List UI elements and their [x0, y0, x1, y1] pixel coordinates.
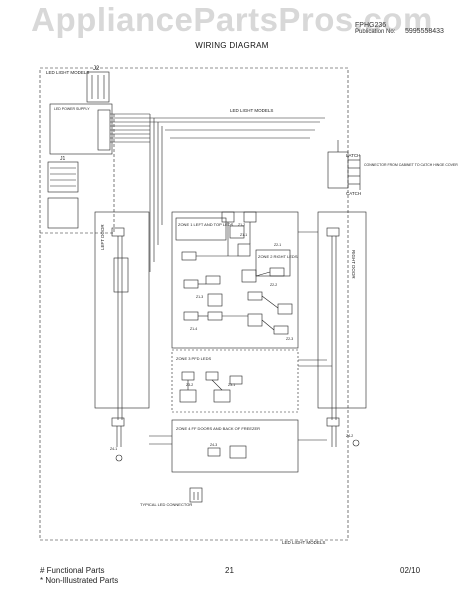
functional-parts-note: # Functional Parts	[40, 566, 105, 575]
catch-label: CATCH	[346, 191, 361, 196]
j1-label: J1	[60, 156, 66, 162]
left-door-label: LEFT DOOR	[100, 224, 105, 250]
zone2-label: ZONE 2 RIGHT LEDS	[258, 254, 298, 259]
z2-3-label: Z2-3	[286, 337, 293, 341]
z1-2-label: Z1-2	[238, 223, 245, 227]
led-models-label-mid: LED LIGHT MODELS	[230, 108, 273, 113]
page-title: WIRING DIAGRAM	[195, 41, 269, 50]
z2-2-label: Z2-2	[270, 283, 277, 287]
led-power-supply	[49, 103, 113, 155]
footer-date: 02/10	[400, 566, 421, 575]
z3-1-label: Z3-1	[228, 383, 235, 387]
led-models-label-top: LED LIGHT MODELS	[46, 70, 89, 75]
right-door-outline	[317, 211, 367, 409]
zone4-box	[171, 419, 299, 473]
z2-1-label: Z2-1	[274, 243, 281, 247]
led-models-label-bottom: LED LIGHT MODELS	[282, 540, 325, 545]
publication-label: Publication No:	[355, 29, 396, 35]
latch-label: LATCH	[346, 153, 360, 158]
typical-led-connector	[189, 487, 203, 503]
page-number: 21	[225, 566, 234, 575]
connector-note: CONNECTOR FROM CABINET TO CATCH HINGE CO…	[364, 163, 458, 167]
zone4-label: ZONE 4 FF DOORS AND BACK OF FREEZER	[176, 426, 260, 431]
z1-3-label: Z1-3	[196, 295, 203, 299]
model-fragment: FPHG236	[355, 22, 387, 29]
z1-4-label: Z1-4	[190, 327, 197, 331]
j1-connector	[47, 161, 79, 193]
right-door-label: RIGHT DOOR	[351, 250, 356, 279]
zone3-box	[171, 349, 299, 413]
z4-3-label: Z4-3	[210, 443, 217, 447]
non-illustrated-note: * Non-Illustrated Parts	[40, 576, 119, 585]
zone3-label: ZONE 3 PFD LEDS	[176, 356, 211, 361]
z4-2-label: Z4-2	[346, 434, 353, 438]
led-models-outline	[39, 67, 349, 541]
zone1-label: ZONE 1 LEFT AND TOP LEDS	[178, 222, 234, 227]
publication-number: 5995558433	[405, 28, 444, 35]
z1-1-label: Z1-1	[240, 233, 247, 237]
j2-connector	[86, 71, 110, 103]
z3-2-label: Z3-2	[186, 383, 193, 387]
watermark: AppliancePartsPros.com	[31, 1, 433, 38]
led-power-supply-label: LED POWER SUPPLY	[54, 107, 90, 111]
j2-label: J2	[93, 66, 100, 72]
z4-1-label: Z4-1	[110, 447, 117, 451]
typical-connector-label: TYPICAL LED CONNECTOR	[140, 502, 192, 507]
zone1-zone2-box	[171, 211, 299, 349]
